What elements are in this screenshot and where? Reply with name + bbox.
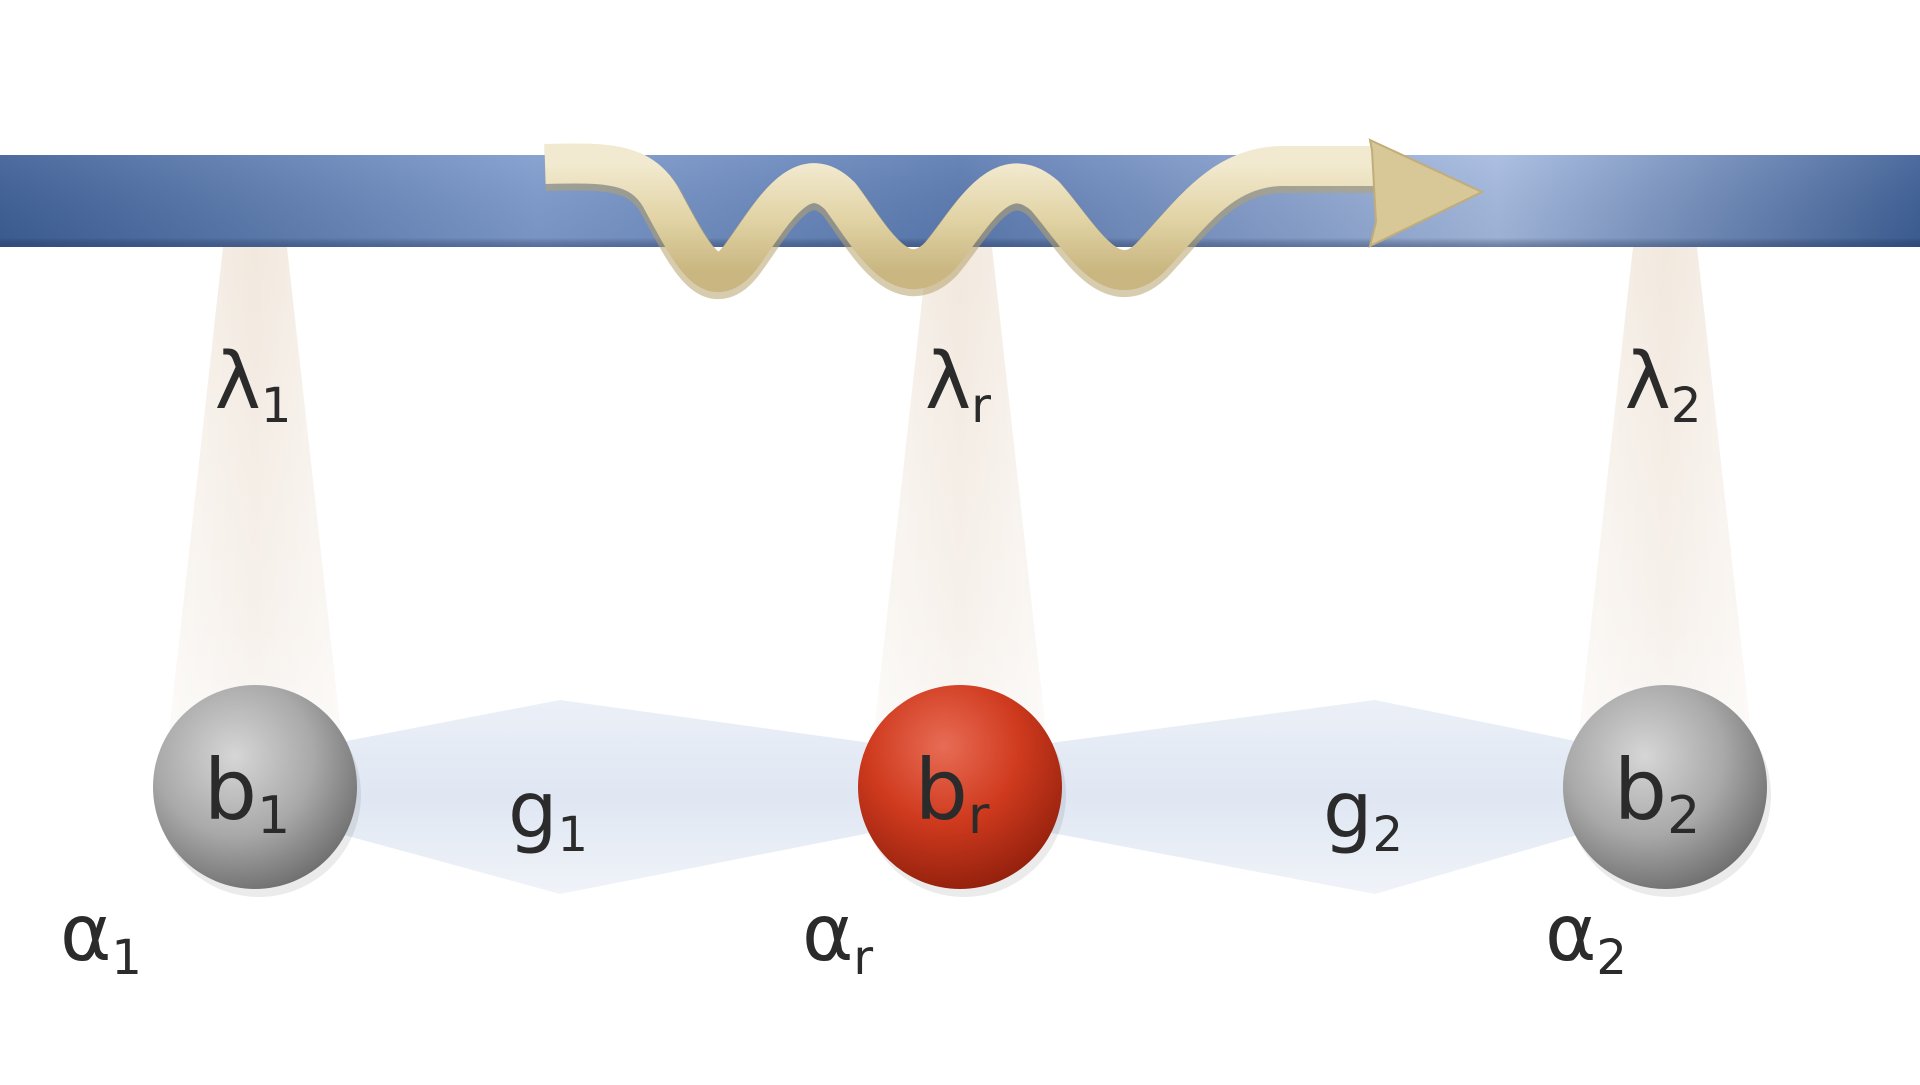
site-ball-br xyxy=(858,685,1062,889)
site-label-b1-subscript: 1 xyxy=(257,786,290,846)
site-ball-b2 xyxy=(1563,685,1767,889)
lambda-label-br: λr xyxy=(925,337,991,434)
coupling-label-2-subscript: 2 xyxy=(1372,807,1403,863)
coupling-region-1 xyxy=(315,700,900,894)
alpha-label-b2-symbol: α xyxy=(1545,889,1596,979)
alpha-label-b2: α2 xyxy=(1545,889,1627,986)
site-label-br-subscript: r xyxy=(968,786,990,846)
site-label-b2-symbol: b xyxy=(1614,741,1667,839)
alpha-label-b1: α1 xyxy=(60,889,142,986)
site-label-b2: b2 xyxy=(1614,741,1700,846)
beam-group xyxy=(163,247,1757,787)
site-label-b2-subscript: 2 xyxy=(1667,786,1700,846)
alpha-label-b1-symbol: α xyxy=(60,889,111,979)
coupling-label-2: g2 xyxy=(1323,766,1403,863)
photon-arrowhead xyxy=(1368,138,1485,248)
lambda-label-b1-subscript: 1 xyxy=(261,378,292,434)
lambda-label-b2-subscript: 2 xyxy=(1671,378,1702,434)
dissipation-beam-edge-b1 xyxy=(163,247,347,787)
alpha-label-b2-subscript: 2 xyxy=(1596,930,1627,986)
alpha-label-br-symbol: α xyxy=(802,889,853,979)
lambda-label-b2: λ2 xyxy=(1625,337,1702,434)
photon-wave-body xyxy=(544,143,1375,292)
photon-wave-arrow xyxy=(544,138,1485,299)
coupling-region-2 xyxy=(1020,700,1605,894)
alpha-label-b1-subscript: 1 xyxy=(111,930,142,986)
dissipation-beam-edge-br xyxy=(868,247,1052,787)
coupling-label-1: g1 xyxy=(508,766,588,863)
alpha-label-br-subscript: r xyxy=(853,930,873,986)
lambda-label-b1: λ1 xyxy=(215,337,292,434)
dissipation-beam-edge-b2 xyxy=(1573,247,1757,787)
lambda-label-b1-symbol: λ xyxy=(215,337,261,427)
lambda-label-b2-symbol: λ xyxy=(1625,337,1671,427)
coupling-label-1-symbol: g xyxy=(508,766,558,856)
site-label-br-symbol: b xyxy=(915,741,968,839)
site-label-b1: b1 xyxy=(204,741,290,846)
site-label-br: br xyxy=(915,741,990,846)
lambda-label-br-symbol: λ xyxy=(925,337,971,427)
site-label-b1-symbol: b xyxy=(204,741,257,839)
coupling-label-1-subscript: 1 xyxy=(557,807,588,863)
coupling-label-2-symbol: g xyxy=(1323,766,1373,856)
site-ball-b1 xyxy=(153,685,357,889)
alpha-label-br: αr xyxy=(802,889,873,986)
lambda-label-br-subscript: r xyxy=(971,378,991,434)
